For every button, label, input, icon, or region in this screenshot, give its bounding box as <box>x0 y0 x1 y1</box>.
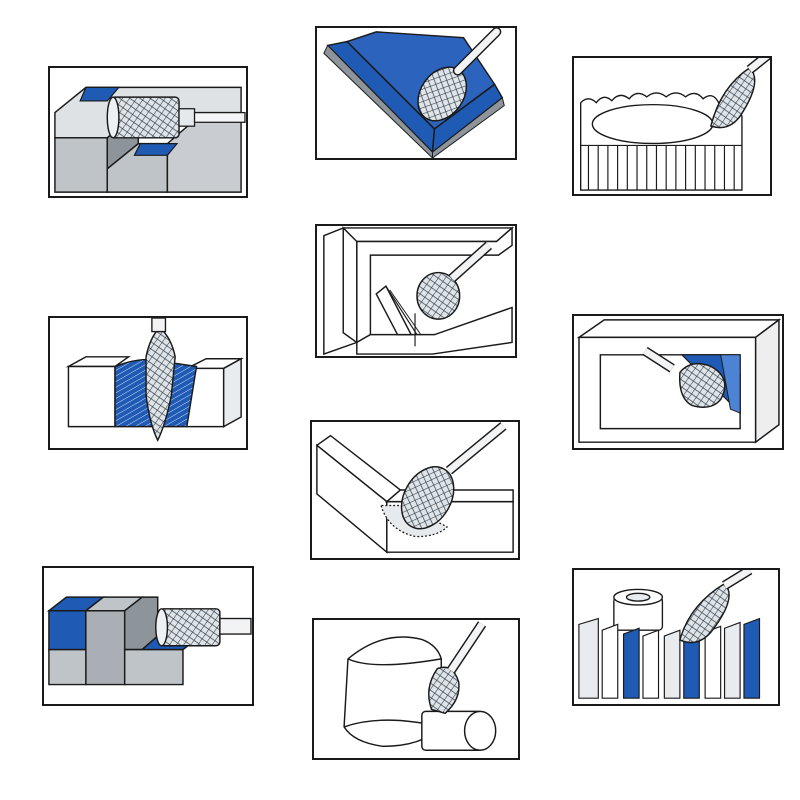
panel-cylinder-step <box>42 566 254 706</box>
cylindrical-burr-slot-icon <box>54 86 246 193</box>
panel-oval-corner <box>315 26 517 160</box>
ball-burr-frame-icon <box>323 226 514 356</box>
tree-burr-gear-icon <box>580 58 770 191</box>
panel-flame-channel <box>572 314 784 450</box>
panel-flame-hammer <box>312 618 520 760</box>
panel-cylinder-slot <box>48 66 248 198</box>
oval-burr-corner-icon <box>319 28 505 158</box>
flame-burr-channel-icon <box>576 318 782 444</box>
tree-burr-groove-icon <box>65 318 244 442</box>
panel-tree-groove <box>48 316 248 450</box>
oval-burr-weld-icon <box>315 422 514 554</box>
panel-oval-weld <box>310 420 520 560</box>
flame-burr-hammer-icon <box>343 621 497 751</box>
tree-burr-fins-icon <box>578 570 761 699</box>
panel-tree-fins <box>572 568 780 706</box>
cylinder-burr-step-icon <box>46 596 252 686</box>
panel-ball-frame <box>315 224 517 358</box>
panel-tree-gear <box>572 56 772 196</box>
